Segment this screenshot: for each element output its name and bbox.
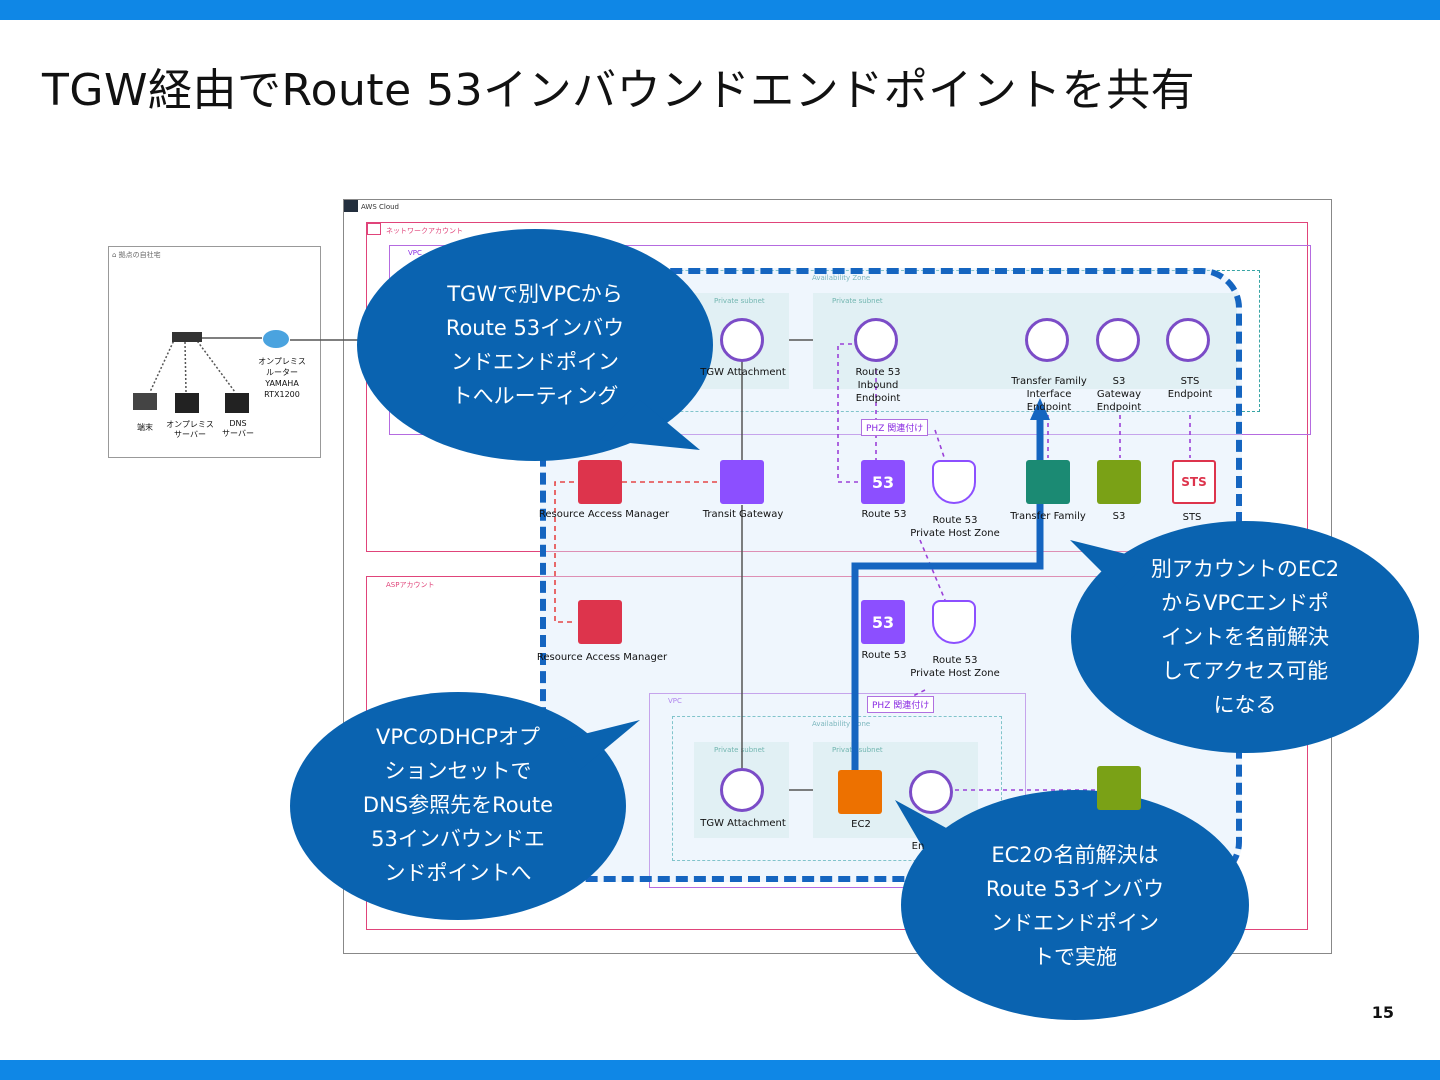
laptop-icon	[133, 393, 157, 410]
onprem-server-label: オンプレミス サーバー	[166, 420, 214, 439]
s3-label: S3	[1112, 511, 1126, 522]
callout-ec2-resolution: EC2の名前解決は Route 53インバウ ンドエンドポイン トで実施	[985, 843, 1165, 969]
r53-inbound-endpoint-icon	[854, 318, 898, 362]
phz-shield-icon	[932, 600, 976, 644]
page-number: 15	[1371, 1003, 1394, 1022]
tgw-attachment-label: TGW Attachment	[700, 367, 786, 378]
asp-endpoint-partial-label: En	[911, 841, 925, 852]
asp-account-label: ASPアカウント	[386, 581, 435, 589]
sts-label: STS	[1182, 512, 1202, 523]
network-vpc-label: VPC	[408, 249, 422, 257]
s3-icon	[1097, 766, 1141, 810]
route53-icon-text: 53	[871, 612, 895, 632]
asp-route53-label: Route 53	[861, 650, 907, 661]
subnet-label: Private subnet	[832, 297, 883, 305]
sts-icon-text: STS	[1181, 475, 1207, 489]
subnet-label: Private subnet	[714, 297, 765, 305]
network-az-label: Availability Zone	[812, 274, 871, 282]
callout-tgw-routing: TGWで別VPCから Route 53インバウ ンドエンドポイン トへルーティン…	[445, 282, 625, 408]
route53-icon: 53	[861, 600, 905, 644]
ram-icon	[578, 600, 622, 644]
onprem-label: ⌂ 拠点の自社宅	[112, 251, 161, 259]
route53-icon: 53	[861, 460, 905, 504]
dns-server-label: DNS サーバー	[222, 419, 254, 438]
asp-ram-label: Resource Access Manager	[536, 652, 668, 663]
s3-icon	[1097, 460, 1141, 504]
transit-gateway-icon	[720, 460, 764, 504]
top-accent-bar	[0, 0, 1440, 20]
transit-gateway-label: Transit Gateway	[702, 509, 784, 520]
transfer-endpoint-icon	[1025, 318, 1069, 362]
s3-gateway-label: S3 Gateway Endpoint	[1096, 376, 1142, 413]
account-icon	[367, 223, 381, 235]
onprem-router-label: オンプレミス ルーター YAMAHA RTX1200	[258, 357, 306, 399]
ram-label: Resource Access Manager	[538, 509, 670, 520]
terminal-label: 端末	[137, 423, 153, 432]
bottom-accent-bar	[0, 1060, 1440, 1080]
sts-icon: STS	[1172, 460, 1216, 504]
callout-cross-account-resolution: 別アカウントのEC2 からVPCエンドポ イントを名前解決 してアクセス可能 に…	[1150, 557, 1340, 717]
ec2-icon	[838, 770, 882, 814]
switch-icon	[172, 332, 202, 342]
s3-gateway-endpoint-icon	[1096, 318, 1140, 362]
r53-inbound-label: Route 53 Inbound Endpoint	[855, 367, 901, 404]
asp-tgw-attachment-label: TGW Attachment	[700, 818, 786, 829]
ec2-label: EC2	[851, 819, 871, 830]
callout-dhcp-options: VPCのDHCPオプ ションセットで DNS参照先をRoute 53インバウンド…	[362, 725, 554, 885]
onprem-frame	[108, 246, 321, 458]
asp-vpc-label: VPC	[668, 697, 682, 705]
ram-icon	[578, 460, 622, 504]
network-account-label: ネットワークアカウント	[386, 227, 463, 235]
router-icon	[263, 330, 289, 348]
transfer-family-icon	[1026, 460, 1070, 504]
aws-logo-icon	[344, 200, 358, 212]
asp-endpoint-icon	[909, 770, 953, 814]
asp-phz-label: Route 53 Private Host Zone	[910, 655, 1000, 679]
route53-label: Route 53	[861, 509, 907, 520]
phz-shield-icon	[932, 460, 976, 504]
sts-endpoint-icon	[1166, 318, 1210, 362]
phz-label: Route 53 Private Host Zone	[910, 515, 1000, 539]
tgw-attachment-icon	[720, 318, 764, 362]
phz-association-tag: PHZ 関連付け	[867, 696, 935, 713]
asp-vpc-frame	[649, 693, 1026, 888]
slide-title: TGW経由でRoute 53インバウンドエンドポイントを共有	[42, 65, 1196, 116]
transfer-endpoint-label: Transfer Family Interface Endpoint	[1011, 376, 1087, 413]
subnet-label: Private subnet	[714, 746, 765, 754]
server-icon	[175, 393, 199, 413]
tgw-attachment-icon	[720, 768, 764, 812]
transfer-family-label: Transfer Family	[1010, 511, 1086, 522]
phz-association-tag: PHZ 関連付け	[861, 419, 929, 436]
asp-az-frame	[672, 716, 1002, 861]
dns-server-icon	[225, 393, 249, 413]
route53-icon-text: 53	[871, 472, 895, 492]
sts-endpoint-label: STS Endpoint	[1167, 376, 1213, 400]
asp-az-label: Availability Zone	[812, 720, 871, 728]
network-account-frame	[366, 222, 1308, 552]
aws-cloud-label: AWS Cloud	[361, 203, 399, 211]
